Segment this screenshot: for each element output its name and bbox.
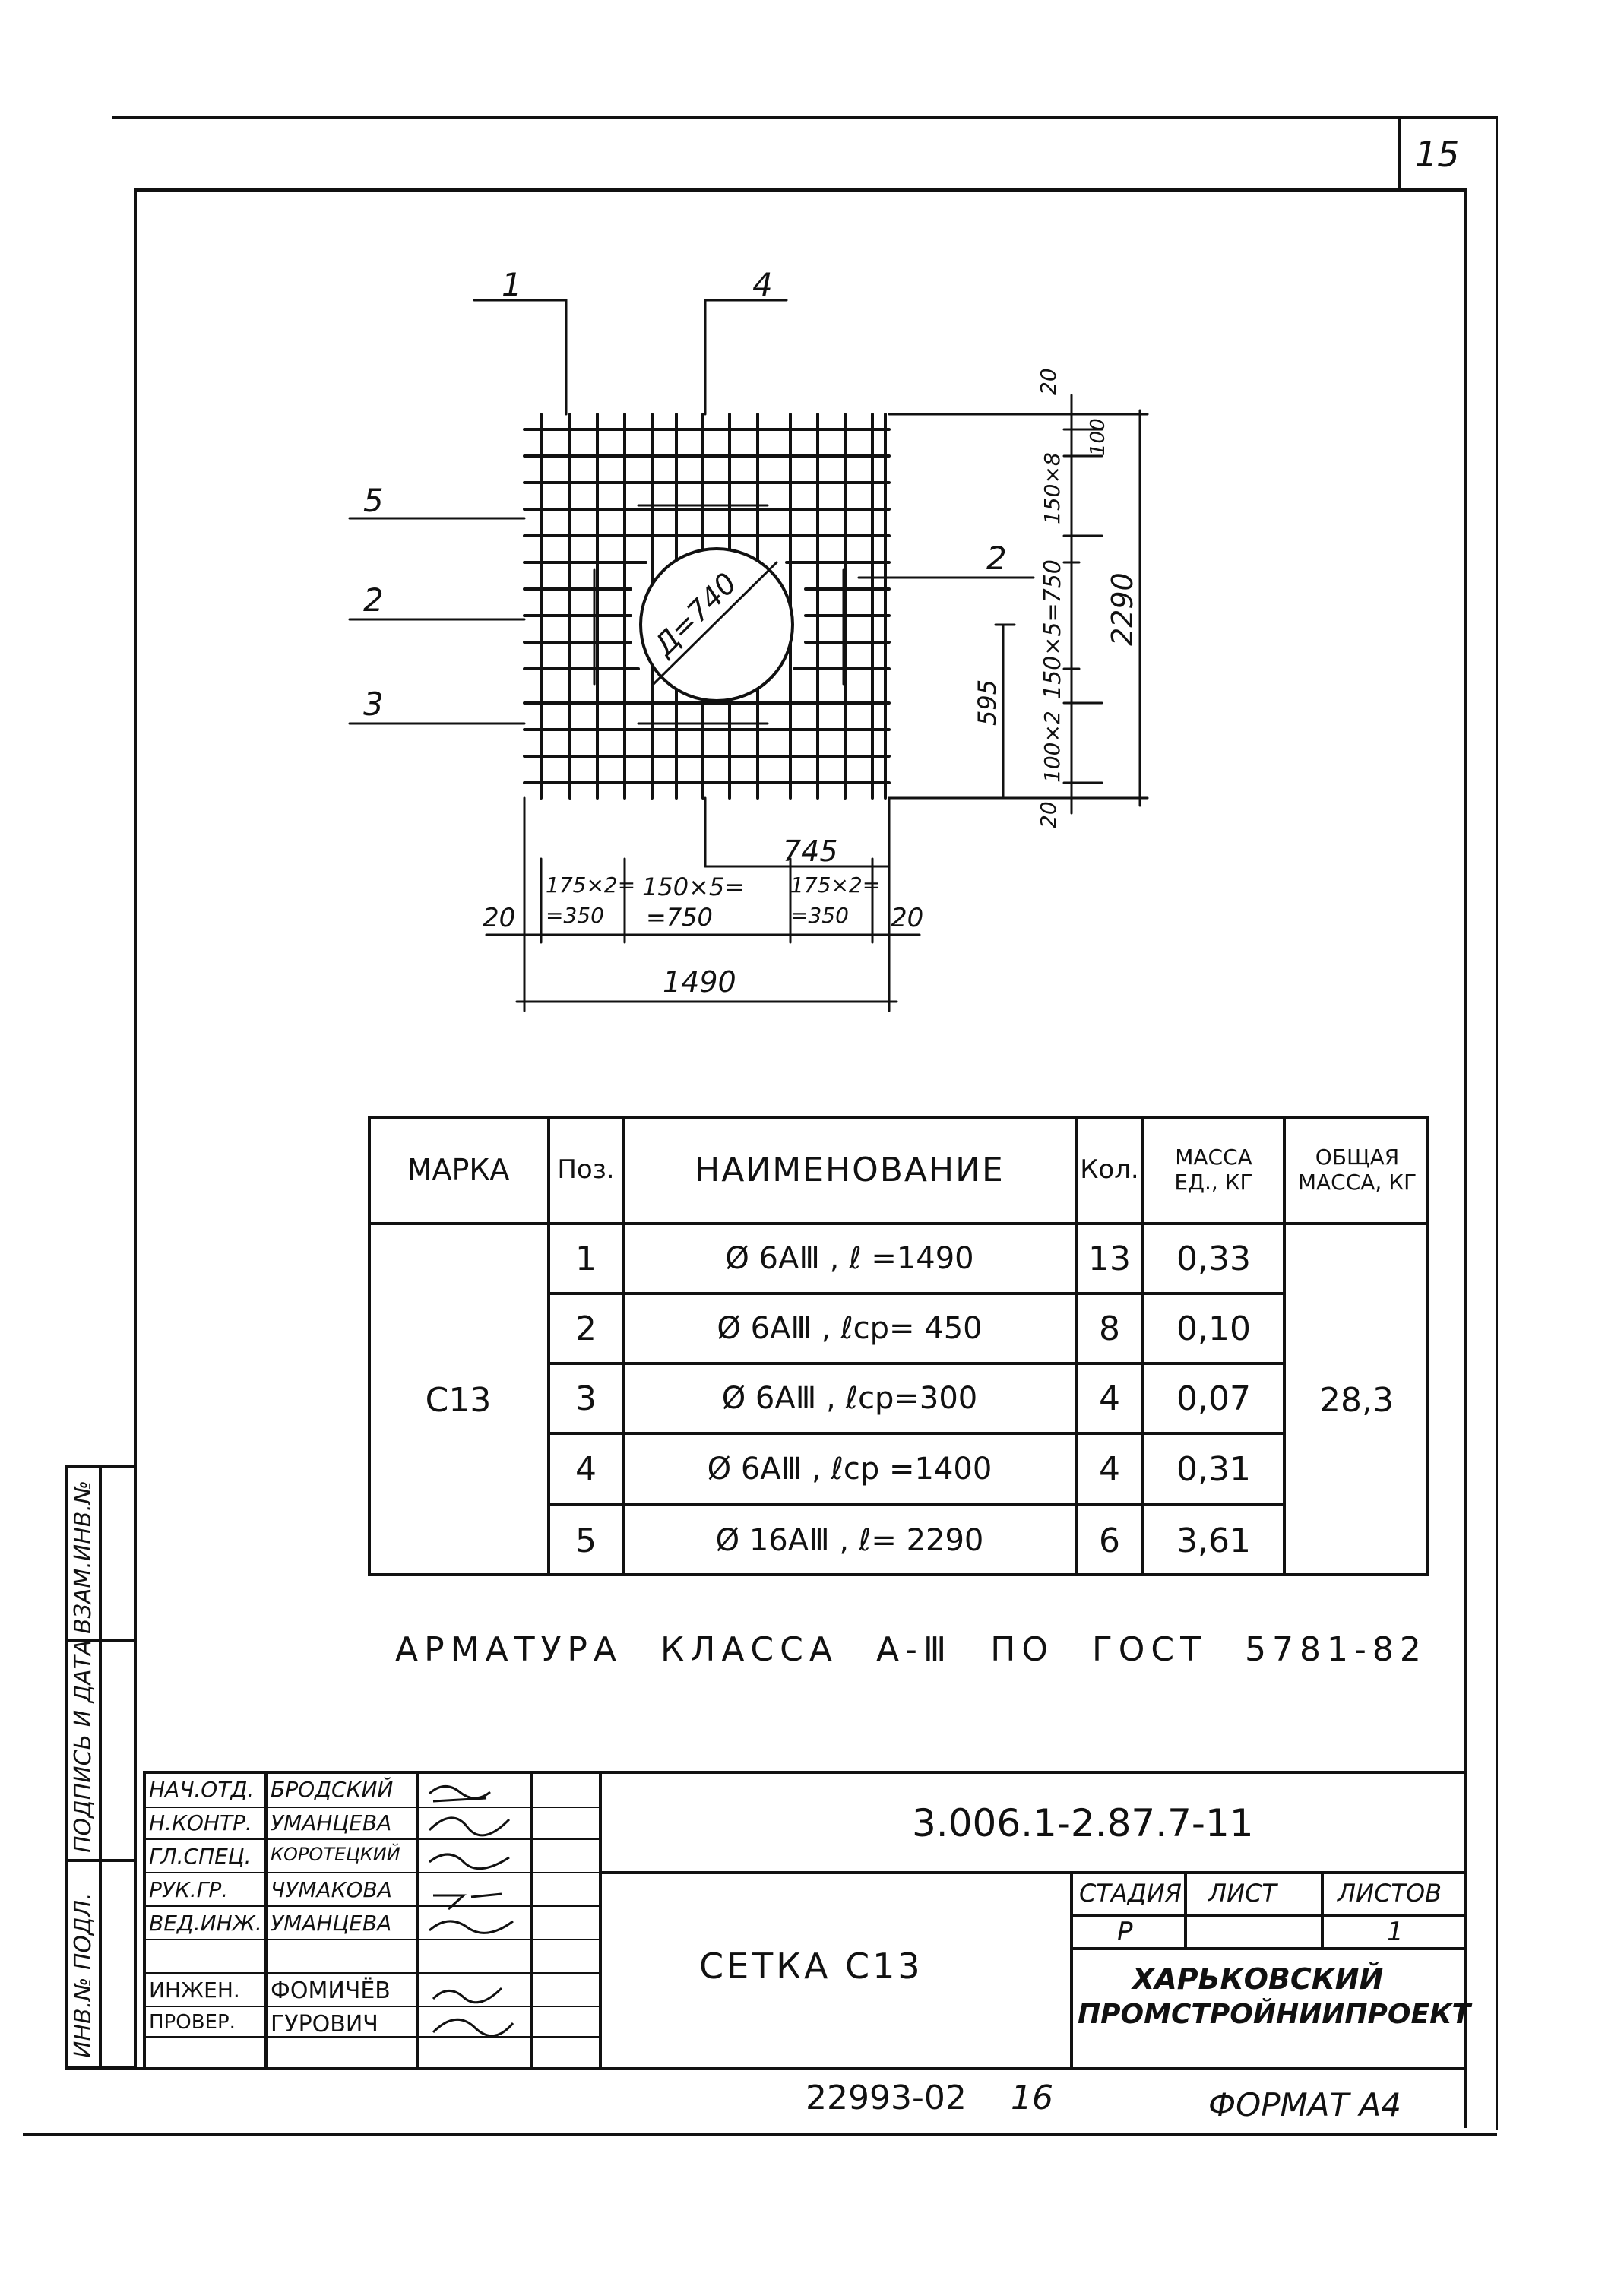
mesh-drawing [348,299,1149,1012]
row-2-qty: 8 [1099,1309,1120,1348]
leader-label-3: 3 [363,686,384,723]
dim-175x2-left-b: =350 [546,903,604,928]
name-6: ФОМИЧЁВ [271,1978,391,2004]
frame-bottom-line [65,2067,1467,2070]
row-1-pos: 1 [575,1239,597,1278]
strip-signature-date: ПОДПИСЬ И ДАТА [70,1639,97,1853]
page-number-divider [1398,116,1401,188]
format-label: ФОРМАТ А4 [1208,2086,1401,2123]
row-2-mass: 0,10 [1176,1309,1251,1348]
signatures [428,1785,514,2038]
role-1: Н.КОНТР. [149,1810,252,1835]
row-5-name: Ø 16АⅢ , ℓ= 2290 [715,1523,984,1558]
org-line-2: ПРОМСТРОЙНИИПРОЕКТ [1078,1999,1471,2030]
sheets-header: ЛИСТОВ [1338,1879,1442,1908]
dim-bottom-20-right: 20 [891,903,924,933]
stage-value: Р [1117,1917,1133,1947]
row-3-name: Ø 6АⅢ , ℓср=300 [721,1381,978,1416]
role-0: НАЧ.ОТД. [149,1777,255,1802]
dim-bottom-20-left: 20 [483,903,516,933]
leader-label-2-right: 2 [986,540,1007,577]
outer-right-line [1496,116,1498,2130]
row-4-mass: 0,31 [1176,1449,1251,1489]
stage-header: СТАДИЯ [1079,1879,1182,1908]
dim-595: 595 [973,679,1002,726]
org-line-1: ХАРЬКОВСКИЙ [1132,1962,1384,1996]
row-1-name: Ø 6АⅢ , ℓ =1490 [725,1241,974,1276]
bottom-trim-line [23,2133,1497,2136]
header-mark: МАРКА [407,1153,510,1186]
spec-table: МАРКА Поз. НАИМЕНОВАНИЕ Кол. МАССА ЕД., … [368,1116,1429,1576]
total-mass-value: 28,3 [1319,1380,1394,1420]
frame-top-line [135,188,1467,192]
row-5-qty: 6 [1099,1521,1120,1560]
row-3-mass: 0,07 [1176,1379,1251,1418]
dim-top-20: 20 [1036,368,1061,395]
name-3: ЧУМАКОВА [271,1877,392,1902]
row-5-mass: 3,61 [1176,1521,1251,1560]
name-1: УМАНЦЕВА [271,1810,392,1835]
inventory-copy: 16 [1011,2079,1053,2117]
dim-175x2-right-b: =350 [790,903,849,928]
name-4: УМАНЦЕВА [271,1911,392,1936]
row-4-name: Ø 6АⅢ , ℓср =1400 [707,1452,992,1487]
dim-175x2-left-a: 175×2= [546,872,636,898]
title-block: НАЧ.ОТД. БРОДСКИЙ Н.КОНТР. УМАНЦЕВА ГЛ.С… [137,1771,1471,2069]
left-strip: ИНВ.№ ПОДЛ. ПОДПИСЬ И ДАТА ВЗАМ.ИНВ.№ [65,1465,137,2069]
dim-bottom-right-20: 20 [1036,801,1061,828]
mark-value: С13 [425,1380,492,1420]
leader-label-2: 2 [363,581,384,619]
row-5-pos: 5 [575,1521,597,1560]
header-qty: Кол. [1080,1154,1139,1185]
name-7: ГУРОВИЧ [271,2011,378,2038]
dim-1490: 1490 [663,965,736,999]
dim-150x5-750: 150×5=750 [1040,559,1066,699]
header-total-mass: ОБЩАЯ МАССА, КГ [1297,1145,1417,1195]
frame-right-line [1464,188,1467,2128]
page-number: 15 [1415,134,1460,175]
role-4: ВЕД.ИНЖ. [149,1911,262,1936]
sheet-header: ЛИСТ [1208,1879,1277,1908]
row-4-qty: 4 [1099,1449,1120,1489]
dim-100x2: 100×2 [1040,711,1065,783]
role-6: ИНЖЕН. [149,1978,240,2003]
name-2: КОРОТЕЦКИЙ [271,1844,400,1865]
dim-150x5-a: 150×5= [642,872,746,901]
role-3: РУК.ГР. [149,1877,229,1902]
row-3-qty: 4 [1099,1379,1120,1418]
dim-745: 745 [783,834,838,868]
dim-2290: 2290 [1106,572,1139,646]
row-4-pos: 4 [575,1449,597,1489]
sheets-value: 1 [1387,1917,1404,1947]
name-0: БРОДСКИЙ [271,1777,394,1802]
reinforcement-note: АРМАТУРА КЛАССА А-Ⅲ ПО ГОСТ 5781-82 [395,1630,1427,1669]
row-3-pos: 3 [575,1379,597,1418]
dim-150x8: 150×8 [1040,452,1065,524]
row-1-qty: 13 [1088,1239,1131,1278]
role-2: ГЛ.СПЕЦ. [149,1844,252,1869]
document-code: 3.006.1-2.87.7-11 [912,1801,1254,1845]
leader-label-5: 5 [363,482,384,519]
row-1-mass: 0,33 [1176,1239,1251,1278]
leader-label-1: 1 [502,266,522,303]
top-trim-line [112,116,1496,119]
strip-inv-podl: ИНВ.№ ПОДЛ. [70,1892,97,2058]
dim-175x2-right-a: 175×2= [790,872,881,898]
inventory-number: 22993-02 [806,2079,967,2117]
header-unit-mass: МАССА ЕД., КГ [1174,1145,1253,1195]
drawing-title: СЕТКА С13 [699,1946,923,1987]
strip-vzam-inv: ВЗАМ.ИНВ.№ [70,1480,97,1634]
row-2-pos: 2 [575,1309,597,1348]
header-name: НАИМЕНОВАНИЕ [695,1150,1005,1189]
frame-left-line [134,188,137,1465]
row-2-name: Ø 6АⅢ , ℓср= 450 [717,1311,983,1346]
leader-label-4: 4 [752,266,773,303]
dim-top-100: 100 [1087,418,1110,456]
dim-150x5-b: =750 [646,903,713,932]
role-7: ПРОВЕР. [149,2011,236,2034]
header-pos: Поз. [557,1154,615,1185]
